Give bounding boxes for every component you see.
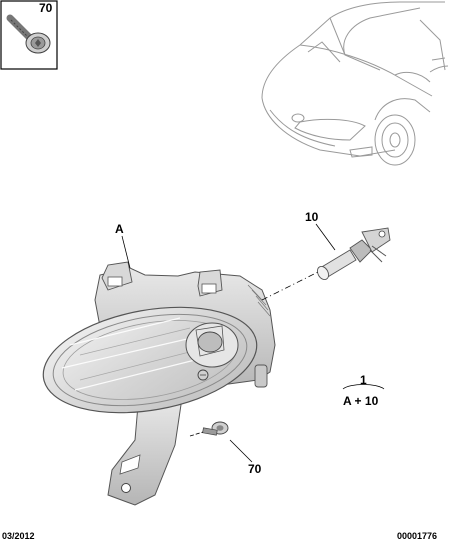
inset-screw-box — [0, 0, 58, 70]
callout-bulb-label: 10 — [305, 210, 319, 224]
fog-lamp-assembly — [42, 261, 276, 506]
callout-screw-label: 70 — [248, 462, 262, 476]
mounting-bracket — [107, 397, 183, 506]
kit-quantity-label: 1 — [360, 373, 367, 387]
footer-date: 03/2012 — [2, 531, 35, 541]
kit-contents-label: A + 10 — [343, 394, 379, 408]
screw-icon — [6, 14, 51, 54]
footer-doc-number: 00001776 — [397, 531, 438, 541]
car-location-icon — [261, 1, 449, 166]
inset-ref-label: 70 — [39, 1, 53, 15]
leader-lines — [121, 223, 385, 463]
callout-assembly-label: A — [115, 222, 124, 236]
screw-icon — [202, 421, 229, 436]
bulb-icon — [316, 227, 391, 281]
